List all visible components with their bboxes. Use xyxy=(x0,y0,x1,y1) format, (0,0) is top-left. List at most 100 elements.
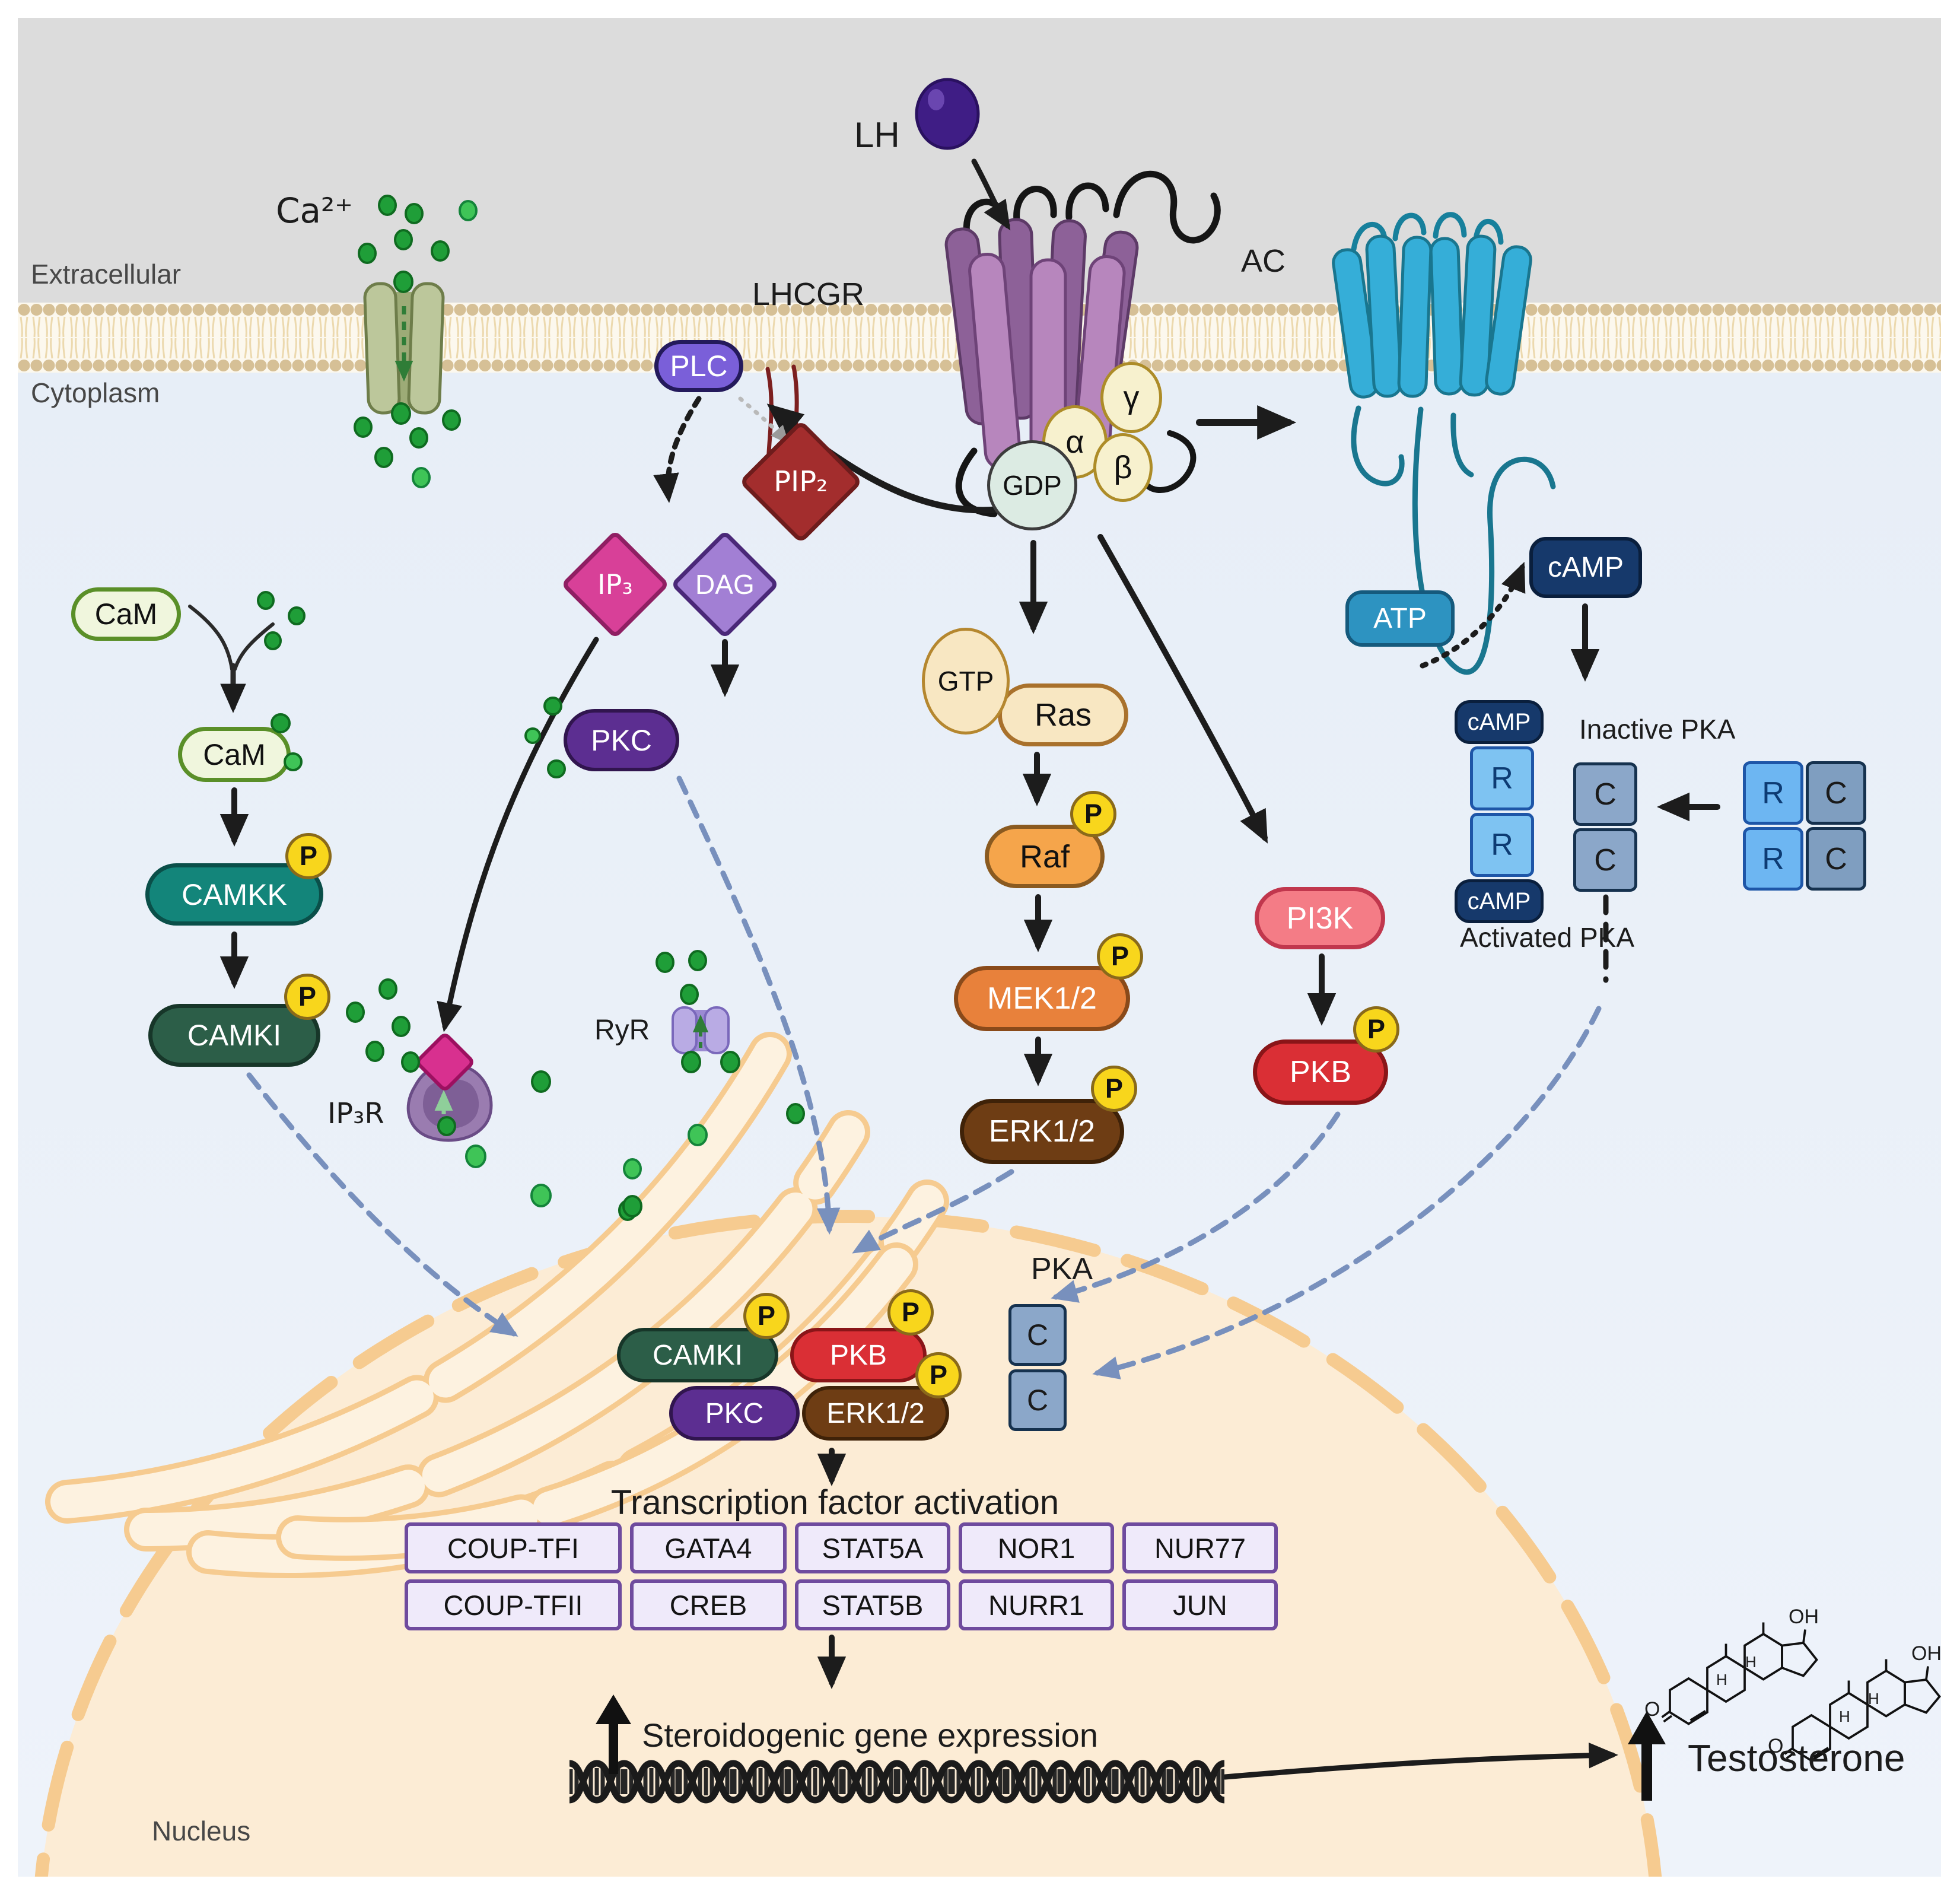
cytoplasm-label: Cytoplasm xyxy=(31,377,160,408)
phospho-badge: P xyxy=(1097,933,1143,980)
calcium-label: Ca²⁺ xyxy=(276,190,353,231)
nuclear-pkc-node: PKC xyxy=(669,1386,800,1441)
camki-label: CAMKI xyxy=(187,1019,282,1052)
calcium-ions xyxy=(257,195,805,1221)
steroid-h-label: H xyxy=(1716,1671,1727,1689)
tf-box-coup-tfi: COUP-TFI xyxy=(405,1522,622,1573)
steroid-oh-label: OH xyxy=(1911,1642,1942,1665)
lhcgr-label: LHCGR xyxy=(752,276,865,312)
r-label: R xyxy=(1762,775,1784,810)
tf-label: STAT5B xyxy=(822,1589,924,1621)
p-label: P xyxy=(757,1301,775,1331)
phospho-badge: P xyxy=(915,1352,962,1398)
lh-label: LH xyxy=(854,115,900,155)
tf-box-nur77: NUR77 xyxy=(1122,1522,1278,1573)
tf-box-coup-tfii: COUP-TFII xyxy=(405,1579,622,1630)
r-label: R xyxy=(1491,828,1513,862)
p-label: P xyxy=(299,841,317,871)
tf-activation-title: Transcription factor activation xyxy=(610,1483,1059,1522)
p-label: P xyxy=(298,981,316,1012)
tf-label: CREB xyxy=(669,1589,747,1621)
pi3k-label: PI3K xyxy=(1286,901,1354,936)
ac-label: AC xyxy=(1241,243,1286,279)
ip3r-label: IP₃R xyxy=(327,1097,384,1130)
phospho-badge: P xyxy=(1353,1006,1399,1053)
pi3k-node: PI3K xyxy=(1255,887,1385,949)
pka-c-subunit-free: C xyxy=(1573,762,1637,826)
tf-label: COUP-TFI xyxy=(447,1532,579,1564)
phospho-badge: P xyxy=(743,1293,790,1339)
dag-label: DAG xyxy=(695,569,755,600)
pka-label: PKA xyxy=(1031,1252,1093,1286)
gdp-label: GDP xyxy=(1003,470,1062,501)
calcium-ion xyxy=(543,697,562,716)
solid-arrows xyxy=(437,158,1720,1780)
tf-box-stat5a: STAT5A xyxy=(795,1522,950,1573)
mek-label: MEK1/2 xyxy=(987,981,1097,1016)
steroid-o-label: O xyxy=(1768,1735,1784,1757)
calcium-ion xyxy=(524,727,541,744)
cam-binding-arrows xyxy=(188,605,275,989)
pka-c-subunit-free: C xyxy=(1573,828,1637,892)
receptor-extracellular-loops xyxy=(963,170,1221,244)
g-beta-subunit: β xyxy=(1093,433,1153,502)
g-gamma-subunit: γ xyxy=(1100,362,1162,433)
calcium-channel xyxy=(363,282,445,415)
steroidogenic-label: Steroidogenic gene expression xyxy=(642,1716,1098,1754)
inactive-pka-r: R xyxy=(1743,827,1803,891)
calcium-ion xyxy=(284,752,303,771)
ras-node: Ras xyxy=(998,683,1128,746)
c-label: C xyxy=(1026,1384,1049,1417)
plc-label: PLC xyxy=(670,349,728,383)
tf-box-nurr1: NURR1 xyxy=(959,1579,1114,1630)
dotted-arrows xyxy=(653,396,1609,983)
tf-label: NURR1 xyxy=(988,1589,1084,1621)
extracellular-label: Extracellular xyxy=(31,259,182,290)
phospho-badge: P xyxy=(1091,1066,1137,1112)
pkb-label: PKB xyxy=(1289,1055,1352,1089)
p-label: P xyxy=(929,1360,947,1390)
pkc-label: PKC xyxy=(705,1397,764,1429)
tf-label: JUN xyxy=(1173,1589,1227,1621)
tf-box-creb: CREB xyxy=(630,1579,787,1630)
inactive-pka-label: Inactive PKA xyxy=(1579,714,1736,745)
tf-label: STAT5A xyxy=(822,1532,924,1564)
ryr-label: RyR xyxy=(594,1015,650,1046)
testosterone-label: Testosterone xyxy=(1688,1737,1905,1779)
pkb-label: PKB xyxy=(829,1339,887,1371)
pka-r-subunit: R xyxy=(1470,813,1534,877)
gdp-node: GDP xyxy=(987,440,1077,530)
erk-label: ERK1/2 xyxy=(826,1397,925,1429)
nucleus-label: Nucleus xyxy=(152,1816,251,1846)
camp-bound-top: cAMP xyxy=(1455,700,1544,744)
g-protein-tail xyxy=(1146,430,1197,493)
lh-ligand xyxy=(915,78,980,150)
nuclear-pkb-node: PKB xyxy=(790,1328,927,1382)
plc-node: PLC xyxy=(654,340,743,392)
nuclear-pka-c: C xyxy=(1008,1304,1067,1366)
cam-label: CaM xyxy=(94,597,158,631)
c-label: C xyxy=(1594,777,1617,812)
calcium-ion xyxy=(271,713,291,733)
camkk-label: CAMKK xyxy=(182,878,287,911)
p-label: P xyxy=(1084,799,1102,829)
camki-node: CAMKI xyxy=(148,1004,320,1067)
increase-arrows xyxy=(596,1694,1666,1801)
steroid-h-label: H xyxy=(1745,1653,1757,1671)
adenylyl-cyclase xyxy=(1332,212,1556,675)
raf-label: Raf xyxy=(1019,838,1070,875)
camp-node: cAMP xyxy=(1529,537,1642,598)
c-label: C xyxy=(1594,843,1617,878)
cam-node: CaM xyxy=(71,587,181,641)
beta-label: β xyxy=(1113,450,1132,485)
inactive-pka-r: R xyxy=(1743,761,1803,825)
c-label: C xyxy=(1825,841,1847,876)
c-label: C xyxy=(1825,775,1847,810)
dna-helix xyxy=(569,1757,1224,1806)
p-label: P xyxy=(1367,1014,1385,1044)
gamma-label: γ xyxy=(1123,380,1140,415)
pkc-label: PKC xyxy=(591,723,652,757)
erk-node: ERK1/2 xyxy=(960,1099,1124,1164)
steroid-h-label: H xyxy=(1839,1708,1850,1725)
r-label: R xyxy=(1762,841,1784,876)
